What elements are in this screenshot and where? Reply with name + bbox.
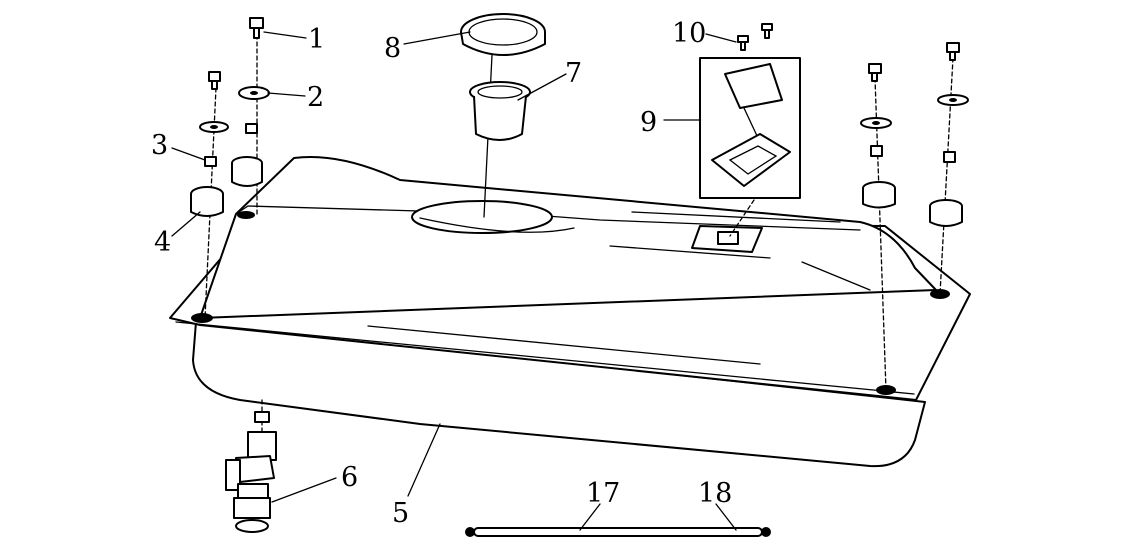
leader-lines xyxy=(171,31,737,531)
callout-4: 4 xyxy=(154,227,171,258)
callout-10: 10 xyxy=(672,18,706,49)
callout-8: 8 xyxy=(384,33,401,64)
callout-17: 17 xyxy=(586,478,620,509)
gauge-assembly xyxy=(699,23,801,199)
callout-5: 5 xyxy=(392,498,409,529)
left-fasteners xyxy=(190,17,270,217)
callout-2: 2 xyxy=(307,82,324,113)
right-fasteners xyxy=(860,42,969,227)
callout-1: 1 xyxy=(308,24,325,55)
callout-9: 9 xyxy=(640,107,657,138)
fuel-cap xyxy=(460,13,546,56)
fuel-hose xyxy=(465,527,771,537)
callout-18: 18 xyxy=(698,478,732,509)
fuel-tank xyxy=(169,155,971,468)
callout-7: 7 xyxy=(565,58,582,89)
callout-6: 6 xyxy=(341,462,358,493)
callout-labels: 1 2 3 4 5 6 7 8 9 10 17 18 xyxy=(151,18,732,529)
fuel-strainer xyxy=(469,81,531,141)
fuel-valve xyxy=(225,411,277,533)
callout-3: 3 xyxy=(151,130,168,161)
